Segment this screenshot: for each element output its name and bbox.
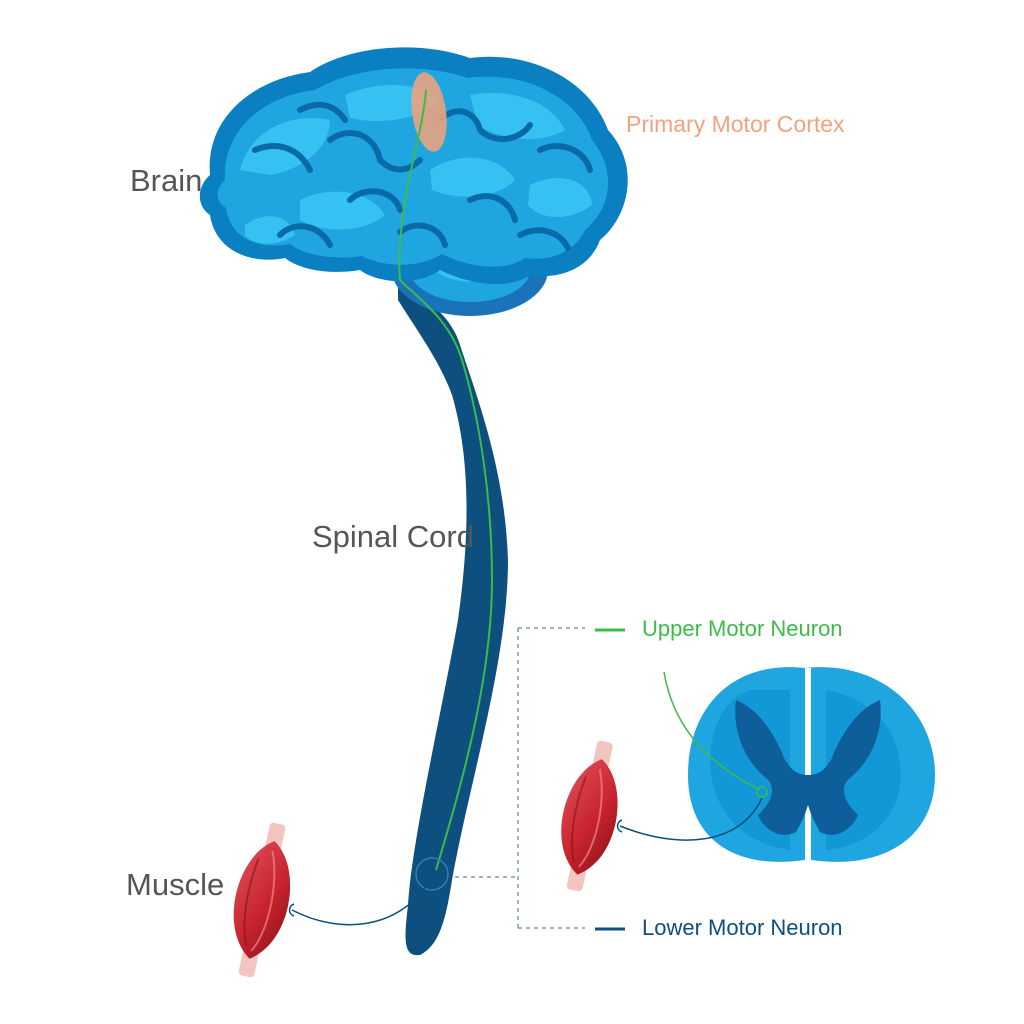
muscle-right — [561, 740, 618, 892]
muscle-label: Muscle — [126, 867, 225, 902]
grey-matter-butterfly — [735, 700, 881, 835]
lower-motor-neuron-label: Lower Motor Neuron — [642, 915, 843, 940]
lower-motor-neuron-axon-main — [291, 879, 431, 926]
lower-motor-neuron-cell-body — [756, 786, 768, 798]
upper-motor-neuron-label: Upper Motor Neuron — [642, 616, 843, 641]
lower-motor-neuron-axon-detail — [619, 797, 763, 841]
dashed-guide — [455, 627, 585, 929]
brain — [199, 47, 628, 285]
primary-motor-cortex-label: Primary Motor Cortex — [626, 111, 845, 137]
spinal-cord-cross-section — [663, 667, 935, 862]
upper-motor-neuron-tract — [398, 89, 494, 871]
upper-motor-neuron-input — [663, 671, 761, 791]
spinal-cord-label: Spinal Cord — [312, 519, 474, 554]
brain-label: Brain — [130, 163, 203, 198]
spinal-cord — [398, 283, 508, 956]
synapse-highlight-circle — [415, 857, 449, 891]
muscle-left — [233, 822, 291, 978]
